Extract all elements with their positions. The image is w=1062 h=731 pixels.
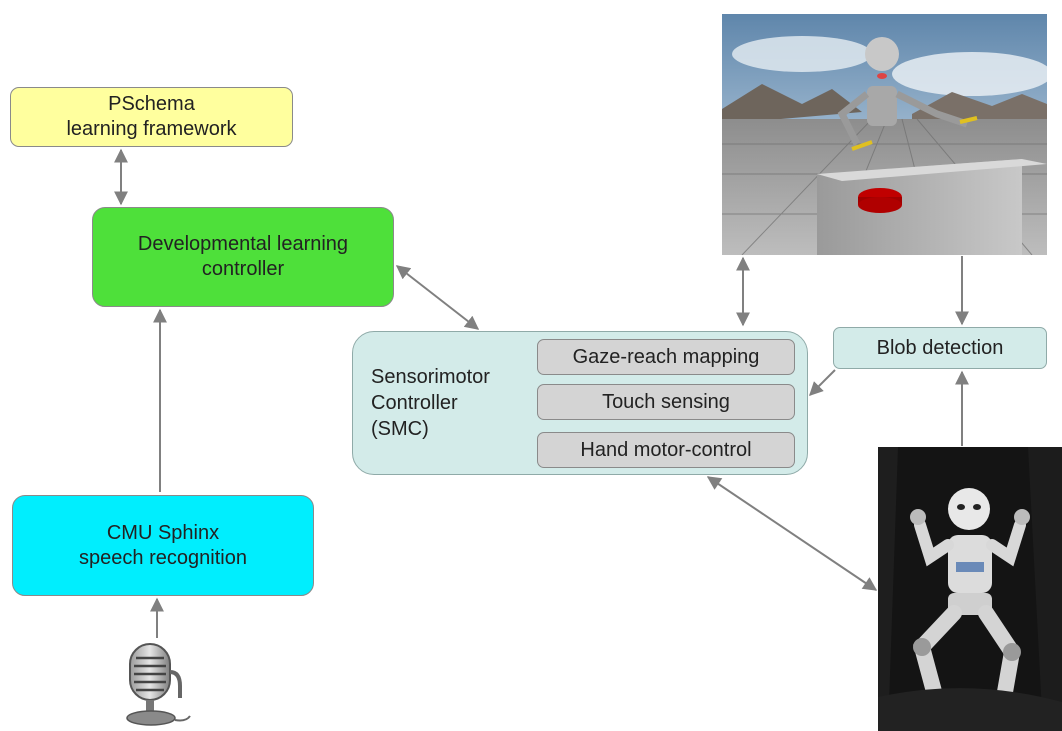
blob-detection-box: Blob detection [833, 327, 1047, 369]
arrow-blob-smc [809, 369, 836, 396]
smc-line3: (SMC) [371, 418, 429, 440]
devctl-line2: controller [201, 258, 285, 280]
pschema-box: PSchema learning framework [10, 87, 293, 147]
sphinx-line1: CMU Sphinx [106, 521, 220, 544]
module-gaze-reach: Gaze-reach mapping [537, 339, 795, 375]
microphone-icon [126, 643, 191, 726]
pschema-title: PSchema [108, 93, 195, 115]
sphinx-line2: speech recognition [79, 546, 247, 569]
arrow-smc-robot [706, 476, 878, 591]
pschema-subtitle: learning framework [66, 118, 237, 140]
smc-line1: Sensorimotor [371, 366, 490, 388]
arrow-devctl-smc [395, 265, 480, 330]
smc-label: Sensorimotor Controller (SMC) [371, 364, 490, 442]
sphinx-box: CMU Sphinx speech recognition [12, 495, 314, 596]
developmental-controller-box: Developmental learning controller [92, 207, 394, 307]
module-hand-motor: Hand motor-control [537, 432, 795, 468]
icub-simulator-image [722, 14, 1047, 255]
icub-robot-photo [878, 447, 1062, 731]
module-touch-sensing: Touch sensing [537, 384, 795, 420]
smc-line2: Controller [371, 392, 458, 414]
devctl-line1: Developmental learning [137, 233, 349, 255]
smc-box: Sensorimotor Controller (SMC) Gaze-reach… [352, 331, 808, 475]
